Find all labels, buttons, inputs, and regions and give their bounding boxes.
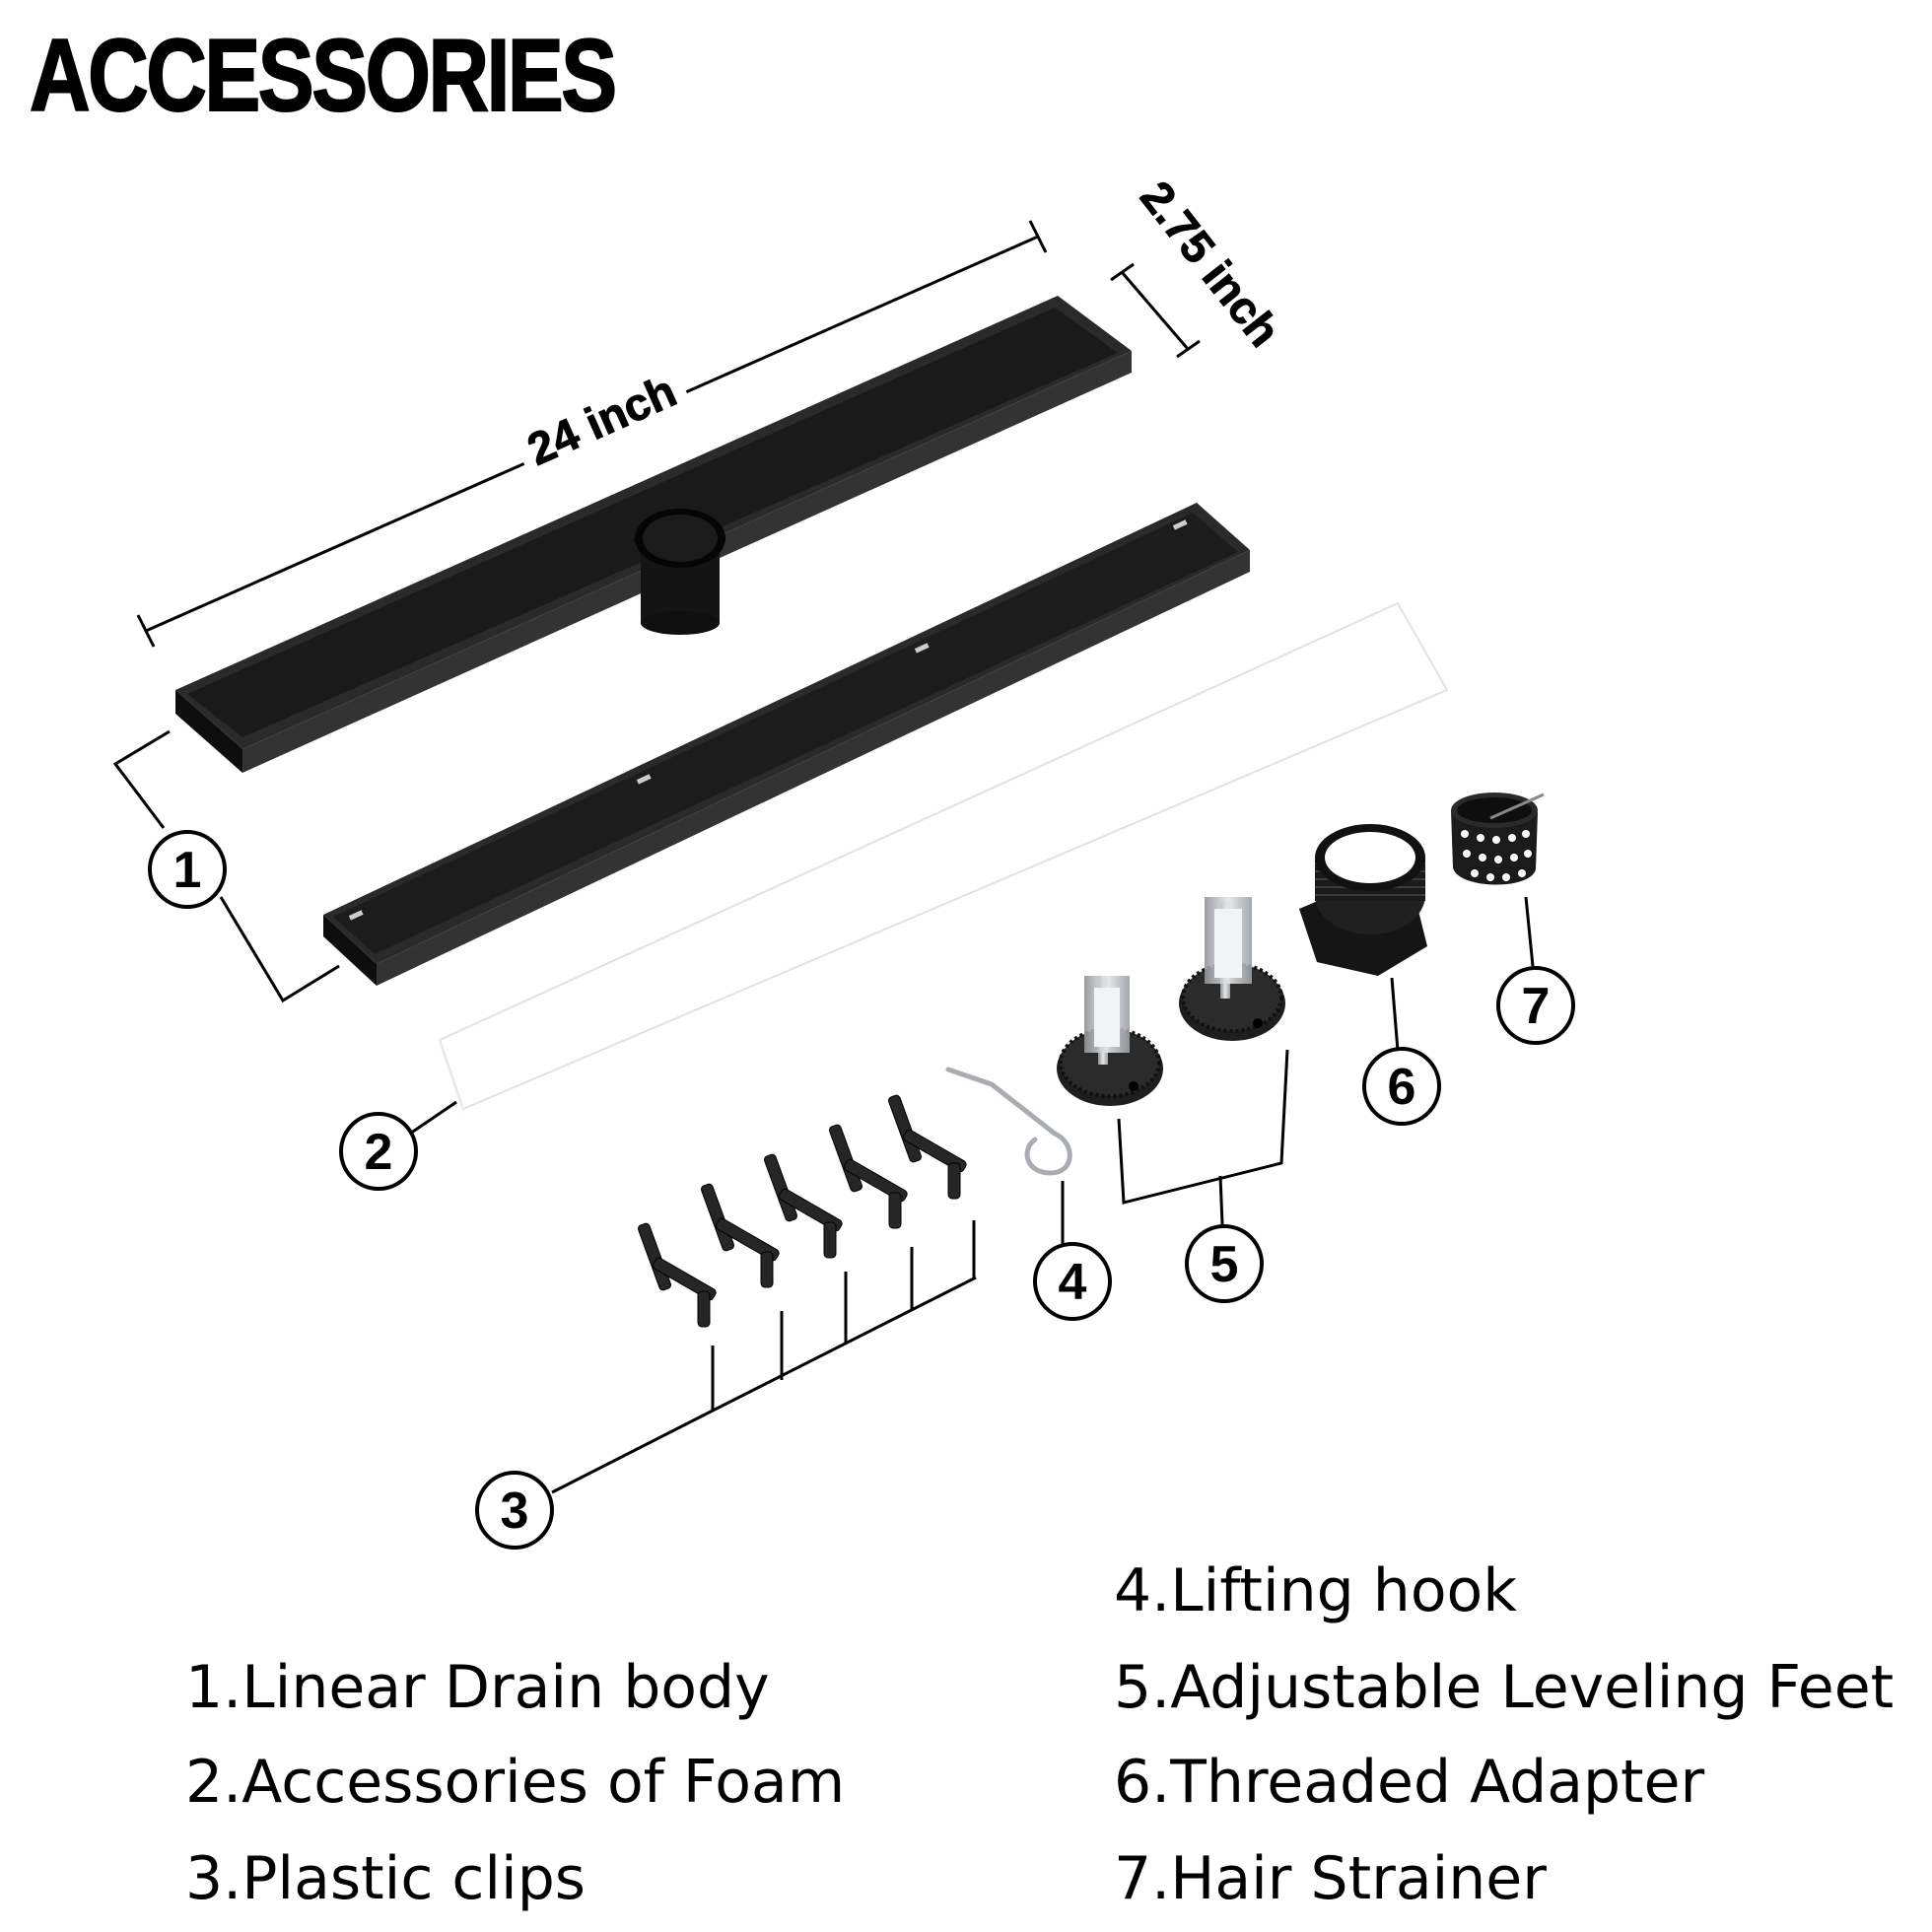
plastic-clip <box>638 1222 717 1328</box>
legend-item-7: 7.Hair Strainer <box>1114 1844 1547 1913</box>
legend-item-4: 4.Lifting hook <box>1114 1556 1517 1625</box>
lifting-hook <box>945 1067 1072 1176</box>
callout-3: 3 <box>475 1471 554 1550</box>
callout-4: 4 <box>1033 1242 1112 1321</box>
plastic-clips <box>638 1094 967 1328</box>
leader-lines <box>112 729 1535 1494</box>
plastic-clip <box>764 1153 843 1259</box>
svg-text:6: 6 <box>1388 1059 1416 1116</box>
dimension-width: 2.75 inch <box>1110 171 1291 359</box>
legend-item-6: 6.Threaded Adapter <box>1114 1748 1705 1817</box>
drain-body-with-outlet <box>175 296 1132 773</box>
drain-cover <box>323 503 1250 986</box>
svg-text:4: 4 <box>1059 1254 1087 1311</box>
svg-text:5: 5 <box>1210 1236 1239 1293</box>
plastic-clip <box>701 1183 780 1288</box>
hair-strainer <box>1451 793 1545 885</box>
plastic-clip <box>888 1094 967 1200</box>
callout-2: 2 <box>339 1112 418 1191</box>
callout-5: 5 <box>1185 1224 1264 1303</box>
callout-7: 7 <box>1496 966 1575 1045</box>
leveling-foot <box>1179 897 1285 1041</box>
leveling-foot <box>1057 976 1163 1106</box>
svg-text:3: 3 <box>501 1483 529 1540</box>
page-title: ACCESSORIES <box>29 18 618 134</box>
legend-item-1: 1.Linear Drain body <box>185 1653 770 1722</box>
legend-item-2: 2.Accessories of Foam <box>185 1748 846 1817</box>
svg-text:2: 2 <box>365 1124 393 1181</box>
plastic-clip <box>829 1124 908 1229</box>
foam-strip <box>438 601 1449 1114</box>
threaded-adapter <box>1299 824 1427 976</box>
callout-6: 6 <box>1362 1047 1441 1126</box>
legend-item-5: 5.Adjustable Leveling Feet <box>1114 1653 1895 1722</box>
callout-1: 1 <box>148 830 227 909</box>
svg-text:7: 7 <box>1522 978 1551 1035</box>
legend-item-3: 3.Plastic clips <box>185 1844 586 1913</box>
svg-text:1: 1 <box>173 842 202 899</box>
dimension-width-label: 2.75 inch <box>1131 172 1290 356</box>
dimension-length-label: 24 inch <box>519 365 683 475</box>
